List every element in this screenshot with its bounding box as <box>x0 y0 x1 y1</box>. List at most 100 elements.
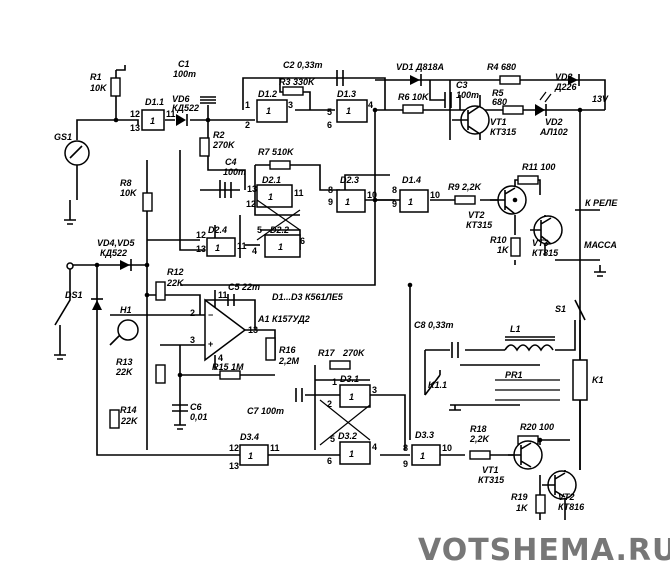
label-vd6: VD6 <box>172 94 191 104</box>
label-d1-4: D1.4 <box>402 175 421 185</box>
svg-text:1: 1 <box>268 192 273 202</box>
label-d3-3: D3.3 <box>415 430 434 440</box>
label-c4: C4 <box>225 157 237 167</box>
gate-d3-2 <box>339 441 371 465</box>
label-vd3-value: Д226 <box>554 82 578 92</box>
label-r20: R20 100 <box>520 422 554 432</box>
svg-text:1: 1 <box>346 106 351 116</box>
label-r17-value: 270K <box>342 348 366 358</box>
diode-vd2 <box>535 104 545 116</box>
logic-gates: 1 1 1 1 1 1 1 1 1 1 1 1 <box>141 99 441 466</box>
svg-text:4: 4 <box>218 353 223 363</box>
label-r16-value: 2,2M <box>278 356 300 366</box>
label-r15: R15 1M <box>212 362 244 372</box>
svg-text:+: + <box>208 339 213 349</box>
diode-vd1 <box>410 75 420 85</box>
svg-text:5: 5 <box>330 434 335 444</box>
label-vt2-top: VT2 <box>468 210 485 220</box>
svg-text:1: 1 <box>215 243 220 253</box>
label-d1-3: D1.3 <box>337 89 356 99</box>
label-r18-value: 2,2K <box>469 434 491 444</box>
label-r7: R7 510K <box>258 147 295 157</box>
label-vt2-bottom-value: КТ816 <box>558 502 585 512</box>
svg-text:3: 3 <box>288 100 293 110</box>
label-k1-1: K1.1 <box>428 380 447 390</box>
svg-text:13: 13 <box>130 123 140 133</box>
gate-d2-4 <box>206 237 236 257</box>
label-vt1-top-value: КТ315 <box>490 127 517 137</box>
capacitor-c3 <box>444 92 452 108</box>
capacitor-c5 <box>227 294 235 306</box>
svg-text:13: 13 <box>196 244 206 254</box>
label-d2-2: D2.2 <box>270 225 289 235</box>
label-c1-value: 100m <box>173 69 196 79</box>
capacitor-c6 <box>172 404 188 412</box>
resistor-r6 <box>402 104 424 114</box>
label-r13: R13 <box>116 357 133 367</box>
diodes <box>91 74 580 310</box>
resistor-r9 <box>454 195 476 205</box>
label-r2-value: 270K <box>212 140 236 150</box>
label-voltage: 13V <box>592 94 609 104</box>
component-labels: R1 10K GS1 C1 100m D1.1 VD6 КД522 D1.2 R… <box>54 59 618 513</box>
svg-text:2: 2 <box>327 399 332 409</box>
label-r16: R16 <box>279 345 297 355</box>
svg-text:1: 1 <box>345 197 350 207</box>
label-vd2: VD2 <box>545 117 563 127</box>
label-r18: R18 <box>470 424 487 434</box>
svg-text:12: 12 <box>196 230 206 240</box>
label-r1: R1 <box>90 72 102 82</box>
label-r9: R9 2,2K <box>448 182 483 192</box>
label-s1: S1 <box>555 304 566 314</box>
relay-k1 <box>572 359 588 401</box>
label-r10-value: 1K <box>497 245 510 255</box>
k1-1-contact <box>424 370 441 396</box>
svg-text:9: 9 <box>328 197 333 207</box>
diode-vd4 <box>120 260 130 270</box>
svg-text:3: 3 <box>372 385 377 395</box>
label-vt3-value: КТ815 <box>532 248 559 258</box>
capacitor-c7 <box>295 388 303 402</box>
label-vt2-bottom: VT2 <box>558 492 575 502</box>
resistor-r8 <box>142 192 153 212</box>
transistors <box>452 105 577 500</box>
label-c1: C1 <box>178 59 190 69</box>
coil-l1 <box>495 336 560 401</box>
label-ics: D1...D3 К561ЛЕ5 <box>272 292 344 302</box>
svg-text:8: 8 <box>392 185 397 195</box>
pin-numbers: 12 13 11 1 2 3 5 6 4 13 12 11 5 4 6 8 9 … <box>130 100 452 471</box>
svg-text:12: 12 <box>130 109 140 119</box>
resistor-r14 <box>109 409 120 429</box>
label-h1: H1 <box>120 305 132 315</box>
label-r8-value: 10K <box>120 188 138 198</box>
label-c4-value: 100m <box>223 167 246 177</box>
diode-vd3 <box>568 75 578 85</box>
label-c7: C7 100m <box>247 406 284 416</box>
gate-d2-1 <box>256 184 293 208</box>
label-d2-1: D2.1 <box>262 175 281 185</box>
svg-text:12: 12 <box>246 199 256 209</box>
resistor-r7 <box>269 160 291 170</box>
label-c6: C6 <box>190 402 202 412</box>
svg-text:1: 1 <box>248 451 253 461</box>
resistor-r1 <box>110 77 121 97</box>
label-massa: МАССА <box>584 240 617 250</box>
capacitor-c1 <box>200 96 216 104</box>
label-c3: C3 <box>456 80 468 90</box>
svg-text:1: 1 <box>420 451 425 461</box>
label-r12: R12 <box>167 267 184 277</box>
label-c5: C5 22m <box>228 282 260 292</box>
label-d3-1: D3.1 <box>340 374 359 384</box>
svg-text:10: 10 <box>367 190 377 200</box>
diode-vd5 <box>92 300 102 310</box>
svg-text:1: 1 <box>408 197 413 207</box>
svg-text:1: 1 <box>266 106 271 116</box>
label-r2: R2 <box>213 130 225 140</box>
label-vd1: VD1 Д818А <box>396 62 444 72</box>
resistor-r19 <box>535 494 546 514</box>
label-c6-value: 0,01 <box>190 412 208 422</box>
svg-text:−: − <box>208 310 213 320</box>
label-r6: R6 10K <box>398 92 430 102</box>
